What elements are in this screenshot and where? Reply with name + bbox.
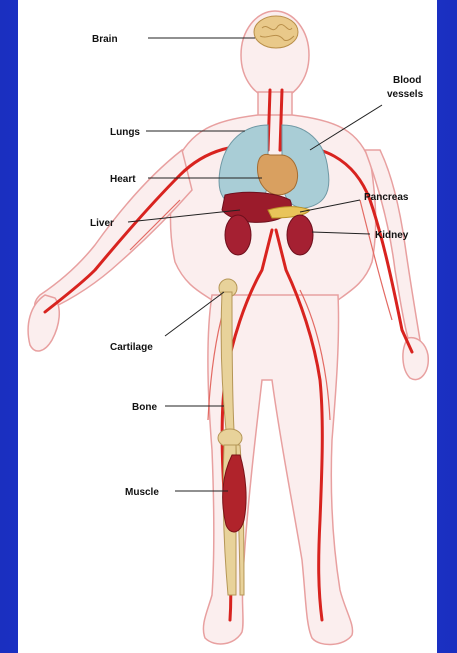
- label-kidney: Kidney: [375, 230, 409, 241]
- label-lungs: Lungs: [110, 127, 140, 138]
- label-blood-vessels-line2: vessels: [387, 89, 424, 100]
- label-bone: Bone: [132, 402, 157, 413]
- label-brain: Brain: [92, 34, 118, 45]
- label-blood-vessels-line1: Blood: [393, 75, 421, 86]
- label-liver: Liver: [90, 218, 114, 229]
- label-muscle: Muscle: [125, 487, 159, 498]
- label-cartilage: Cartilage: [110, 342, 153, 353]
- label-heart: Heart: [110, 174, 136, 185]
- label-pancreas: Pancreas: [364, 192, 409, 203]
- neck-outline: [258, 92, 292, 118]
- brain: [254, 16, 298, 48]
